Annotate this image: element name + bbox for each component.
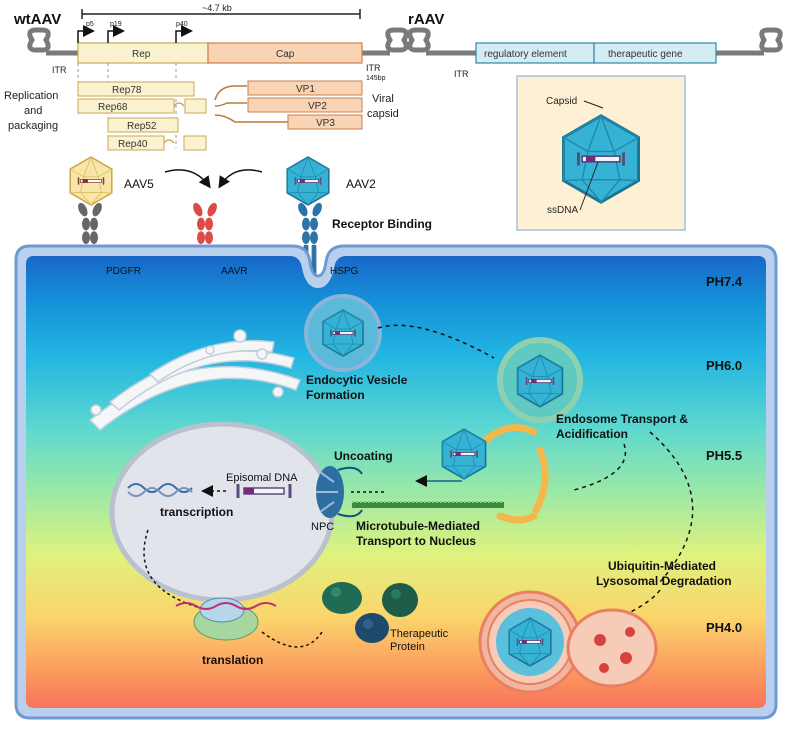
- late-endosome: [482, 424, 549, 524]
- raav-title: rAAV: [408, 11, 444, 28]
- regulatory-label: regulatory element: [484, 49, 567, 60]
- ph-4-0: PH4.0: [706, 620, 742, 635]
- aav2-label: AAV2: [346, 177, 376, 191]
- transcription-dna-icon: [127, 483, 193, 497]
- microtubule-label-1: Microtubule-Mediated: [356, 519, 480, 533]
- wtaav-panel: wtAAV ~4.7 kb ITR ITR 145bp Rep Cap p5 p…: [4, 3, 409, 151]
- vp3-label: VP3: [316, 118, 335, 129]
- uncoating-label: Uncoating: [334, 449, 393, 463]
- vp1-label: VP1: [296, 84, 315, 95]
- npc-label: NPC: [311, 521, 334, 533]
- rep68-label: Rep68: [98, 102, 128, 113]
- therapeutic-gene: [593, 42, 717, 64]
- lysosome: [478, 590, 658, 694]
- rep-gene-label: Rep: [132, 49, 151, 60]
- rep40-label: Rep40: [118, 139, 148, 150]
- pdgfr-label: PDGFR: [106, 266, 141, 277]
- vp2-label: VP2: [308, 101, 327, 112]
- hspg-label: HSPG: [330, 266, 359, 277]
- promoter-p5: p5: [86, 21, 94, 28]
- raav-panel: rAAV ITR regulatory element therapeutic …: [407, 11, 783, 231]
- itr-right-label: ITR: [366, 63, 381, 73]
- microtubule: [352, 502, 504, 508]
- endosome-label-2: Acidification: [556, 427, 628, 441]
- length-label: ~4.7 kb: [202, 3, 232, 13]
- cell: PDGFR AAVR HSPG PH7.4 PH6.0 PH5.5 PH4.0 …: [14, 244, 778, 720]
- translation-label: translation: [202, 653, 263, 667]
- rep-caption-1: Replication: [4, 90, 58, 102]
- episomal-label: Episomal DNA: [226, 472, 298, 484]
- aav2-capsid-icon: [286, 156, 330, 206]
- endocytic-label-1: Endocytic Vesicle: [306, 373, 408, 387]
- protein-label-1: Therapeutic: [390, 628, 449, 640]
- vp-caption-2: capsid: [367, 108, 399, 120]
- receptors-group: AAV5 AAV2 Receptor Binding: [69, 156, 432, 296]
- wtaav-title: wtAAV: [13, 11, 61, 28]
- ph-7-4: PH7.4: [706, 274, 743, 289]
- episomal-dna-icon: [236, 484, 292, 498]
- therapeutic-protein-icon: [322, 582, 418, 643]
- aav5-capsid-icon: [69, 156, 113, 206]
- itr-bp-label: 145bp: [366, 75, 386, 82]
- cap-gene: [207, 42, 363, 64]
- therapeutic-label: therapeutic gene: [608, 49, 683, 60]
- endosome-label-1: Endosome Transport &: [556, 412, 688, 426]
- rep52-label: Rep52: [127, 121, 157, 132]
- vp-caption-1: Viral: [372, 93, 394, 105]
- itr-left-icon: [27, 27, 78, 56]
- golgi-apparatus: [88, 329, 301, 432]
- endocytic-label-2: Formation: [306, 388, 365, 402]
- receptor-binding-label: Receptor Binding: [332, 217, 432, 231]
- rep-caption-2: and: [24, 105, 42, 117]
- ph-5-5: PH5.5: [706, 448, 742, 463]
- promoter-p40: p40: [176, 21, 188, 28]
- rep-caption-3: packaging: [8, 120, 58, 132]
- aavr-label: AAVR: [221, 266, 248, 277]
- raav-itr-label: ITR: [454, 69, 469, 79]
- itr-right-icon: [362, 27, 409, 56]
- npc-icon: [316, 466, 363, 518]
- microtubule-label-2: Transport to Nucleus: [356, 534, 476, 548]
- aav5-label: AAV5: [124, 177, 154, 191]
- ribosome-icon: [175, 597, 277, 641]
- ubiquitin-label-1: Ubiquitin-Mediated: [608, 559, 716, 573]
- inset-capsid-label: Capsid: [546, 96, 577, 107]
- itr-left-label: ITR: [52, 65, 67, 75]
- ph-6-0: PH6.0: [706, 358, 742, 373]
- promoter-p19: p19: [110, 21, 122, 28]
- transcription-label: transcription: [160, 505, 233, 519]
- inset-dna-label: ssDNA: [547, 205, 578, 216]
- ubiquitin-label-2: Lysosomal Degradation: [596, 574, 732, 588]
- cap-gene-label: Cap: [276, 49, 295, 60]
- protein-label-2: Protein: [390, 641, 425, 653]
- raav-itr-left-icon: [407, 27, 783, 56]
- rep78-label: Rep78: [112, 85, 142, 96]
